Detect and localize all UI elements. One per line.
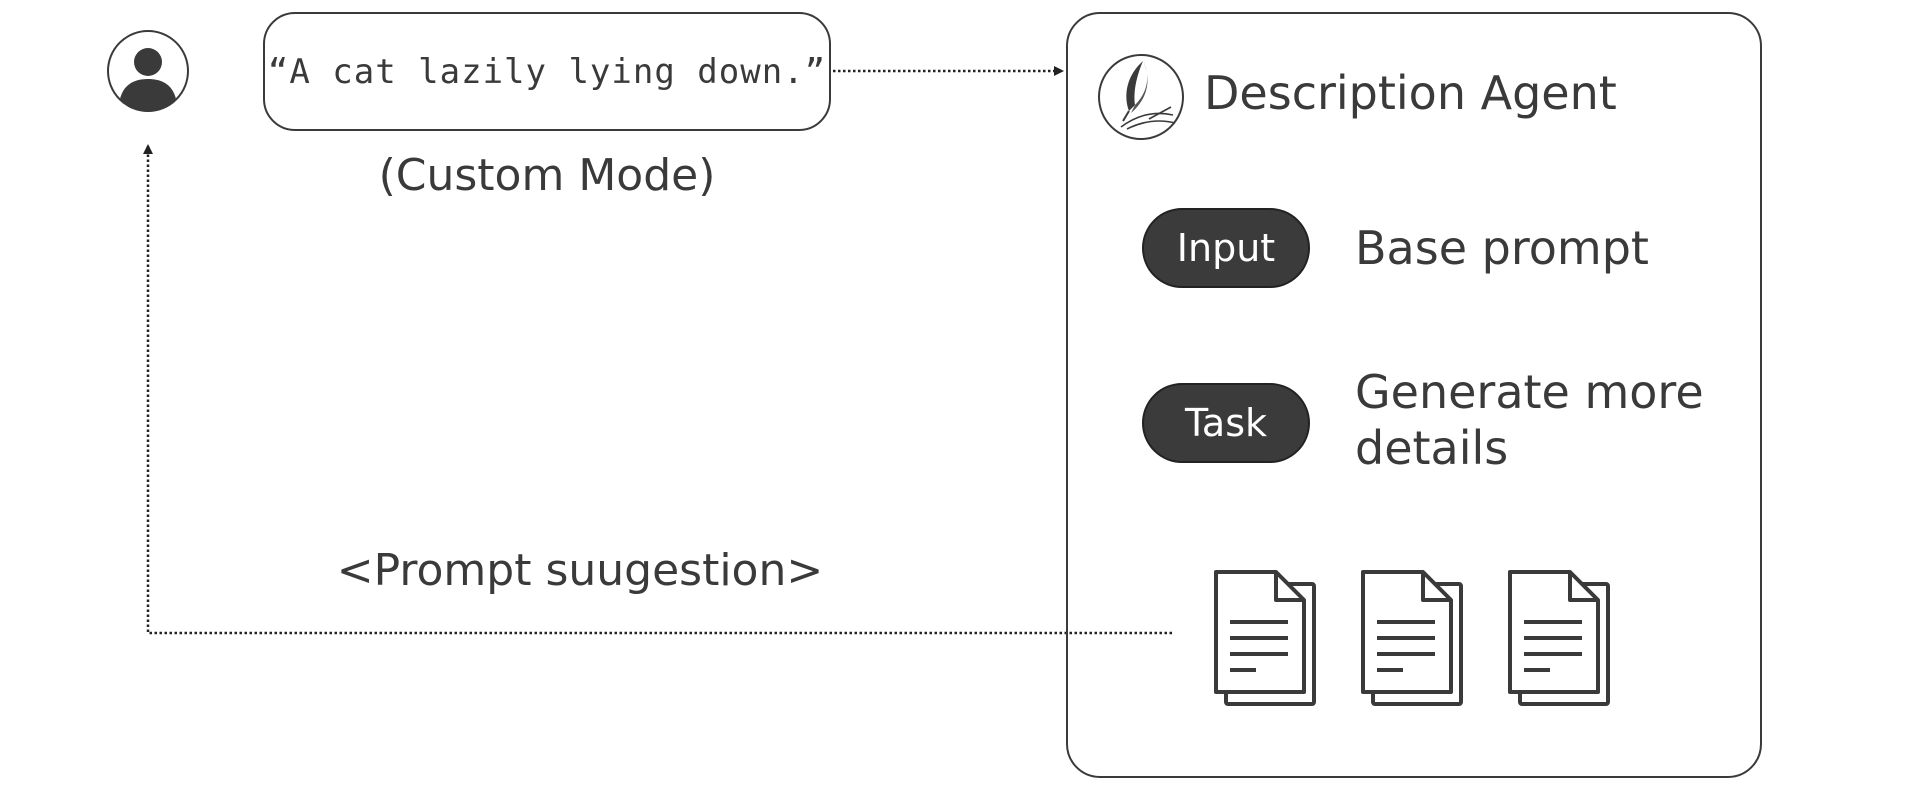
suggestion-to-user-arrow: [143, 144, 1172, 635]
task-value: Generate more details: [1355, 365, 1704, 475]
prompt-bubble: “A cat lazily lying down.”: [263, 12, 831, 131]
prompt-text: “A cat lazily lying down.”: [267, 51, 827, 92]
description-agent-panel: [1066, 12, 1762, 778]
agent-title: Description Agent: [1204, 66, 1617, 120]
input-value: Base prompt: [1355, 221, 1649, 275]
task-tag: Task: [1142, 383, 1310, 463]
quill-feather-icon: [1098, 54, 1184, 140]
user-avatar-icon: [107, 30, 189, 112]
mode-label: (Custom Mode): [378, 150, 716, 201]
input-tag: Input: [1142, 208, 1310, 288]
document-icon: [1508, 570, 1610, 706]
document-icon: [1214, 570, 1316, 706]
prompt-suggestion-label: <Prompt suugestion>: [336, 545, 824, 596]
document-icon: [1361, 570, 1463, 706]
